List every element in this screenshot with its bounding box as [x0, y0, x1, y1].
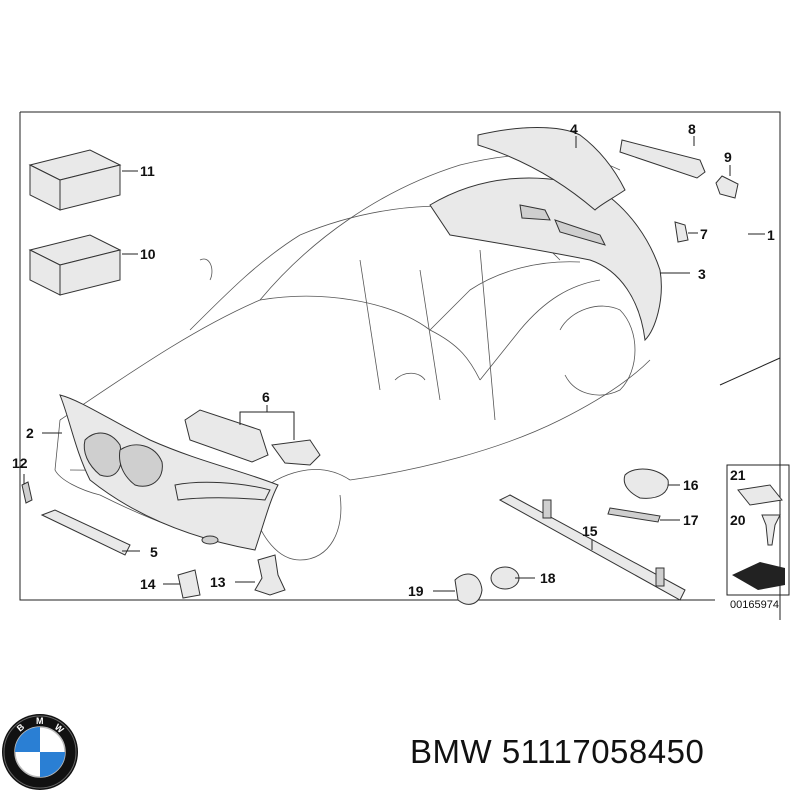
frame-cut: [160, 350, 780, 600]
part-number-caption: BMW 51117058450: [410, 733, 790, 771]
part-6-kidney-grilles: [184, 409, 321, 466]
svg-text:M: M: [36, 716, 44, 726]
callout-7: 7: [700, 226, 708, 242]
callout-9: 9: [724, 149, 732, 165]
part-11-box: [28, 149, 122, 211]
part-13-bracket: [254, 554, 286, 596]
part-5-lower-trim: [40, 509, 131, 556]
callout-19: 19: [408, 583, 424, 599]
part-17-seal: [607, 507, 661, 523]
front-bumper: [59, 394, 279, 551]
leader-lines: [23, 136, 765, 592]
part-4-rear-spoiler: [477, 127, 626, 211]
callout-3: 3: [698, 266, 706, 282]
callout-13: 13: [210, 574, 226, 590]
bmw-logo: B M W: [2, 714, 78, 790]
callout-18: 18: [540, 570, 556, 586]
callout-15: 15: [582, 523, 598, 539]
callout-5: 5: [150, 544, 158, 560]
brand-label: BMW: [410, 733, 493, 770]
part-14-bracket: [177, 569, 201, 599]
callout-6: 6: [262, 389, 270, 405]
frame-edge: [719, 357, 781, 386]
callout-8: 8: [688, 121, 696, 137]
callout-20: 20: [730, 512, 746, 528]
legend-arrow-icon: [732, 562, 785, 590]
part-20-screw: [761, 514, 781, 546]
diagram-code: 00165974: [730, 599, 779, 611]
part-3-rear-bumper: [429, 177, 662, 342]
callout-21: 21: [730, 467, 746, 483]
callout-17: 17: [683, 512, 699, 528]
part-18-fog-light: [490, 566, 520, 590]
legend-panel: [726, 464, 790, 596]
frame-left: [19, 112, 715, 601]
part-number: 51117058450: [501, 733, 705, 770]
callout-2: 2: [26, 425, 34, 441]
callout-16: 16: [683, 477, 699, 493]
callout-11: 11: [140, 163, 155, 179]
callout-14: 14: [140, 576, 156, 592]
part-15-bracket-b: [655, 567, 665, 587]
part-15-bracket-a: [542, 499, 552, 519]
callout-10: 10: [140, 246, 156, 262]
callout-4: 4: [570, 121, 578, 137]
part-9-cover: [715, 175, 739, 199]
frame-diagonal: [112, 111, 781, 620]
part-19-fog-bezel: [454, 573, 483, 605]
callout-1: 1: [767, 227, 775, 243]
callout-12: 12: [12, 455, 28, 471]
part-7-clip: [674, 221, 689, 243]
part-12-clip: [21, 481, 33, 504]
part-10-box: [28, 234, 122, 296]
part-21-nut: [737, 484, 783, 506]
part-8-trim-strip: [619, 139, 706, 179]
part-16-grille-insert: [623, 468, 669, 499]
svg-text:B: B: [15, 721, 27, 733]
